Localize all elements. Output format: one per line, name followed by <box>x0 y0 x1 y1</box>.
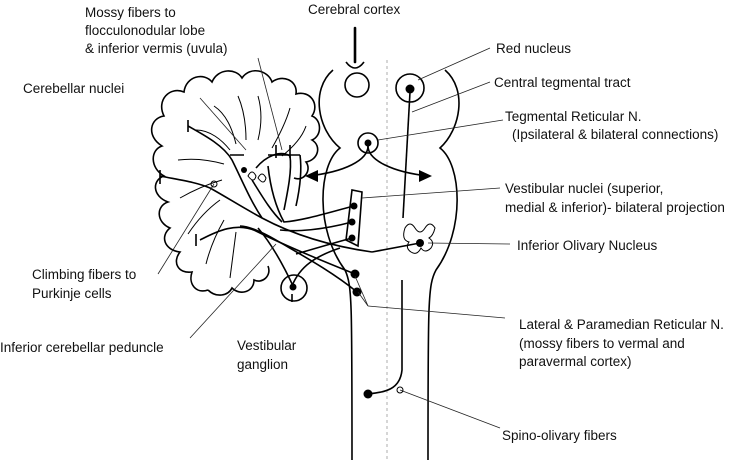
label-cerebral-cortex: Cerebral cortex <box>308 2 401 17</box>
label-inferior-cerebellar-peduncle: Inferior cerebellar peduncle <box>0 340 164 355</box>
label-vestibular-ganglion-2: ganglion <box>237 357 288 372</box>
label-tegmental-reticular-1: Tegmental Reticular N. <box>505 109 642 124</box>
label-mossy-fibers-2: flocculonodular lobe <box>85 23 205 38</box>
label-tegmental-reticular-2: (Ipsilateral & bilateral connections) <box>512 127 718 142</box>
label-vestibular-ganglion-1: Vestibular <box>237 338 297 353</box>
label-climbing-fibers-1: Climbing fibers to <box>32 267 136 282</box>
cerebral-cortex-input <box>344 26 370 98</box>
label-mossy-fibers-3: & inferior vermis (uvula) <box>85 41 228 56</box>
cerebellum <box>150 70 321 296</box>
label-climbing-fibers-2: Purkinje cells <box>32 286 112 301</box>
leader-lines <box>157 47 511 429</box>
label-cerebellar-nuclei: Cerebellar nuclei <box>23 81 124 96</box>
brainstem-outline <box>318 60 460 460</box>
label-red-nucleus: Red nucleus <box>496 41 571 56</box>
label-lateral-reticular-3: paravermal cortex) <box>519 354 632 369</box>
fiber-pathways <box>159 120 373 293</box>
text-labels: Mossy fibers to flocculonodular lobe & i… <box>0 2 725 443</box>
label-central-tegmental-tract: Central tegmental tract <box>494 75 631 90</box>
label-inferior-olivary-nucleus: Inferior Olivary Nucleus <box>517 238 658 253</box>
red-nucleus <box>395 73 425 219</box>
tegmental-reticular-nucleus <box>305 132 432 182</box>
vestibular-ganglion <box>280 274 308 302</box>
spino-olivary-fibers <box>363 280 403 399</box>
inferior-olivary-nucleus <box>371 223 436 254</box>
label-spino-olivary-fibers: Spino-olivary fibers <box>502 428 617 443</box>
label-lateral-reticular-2: (mossy fibers to vermal and <box>519 336 685 351</box>
label-vestibular-nuclei-2: medial & inferior)- bilateral projection <box>505 200 725 215</box>
label-vestibular-nuclei-1: Vestibular nuclei (superior, <box>505 181 663 196</box>
label-lateral-reticular-1: Lateral & Paramedian Reticular N. <box>519 317 724 332</box>
vestibular-nuclei <box>345 189 363 248</box>
label-mossy-fibers-1: Mossy fibers to <box>85 5 176 20</box>
